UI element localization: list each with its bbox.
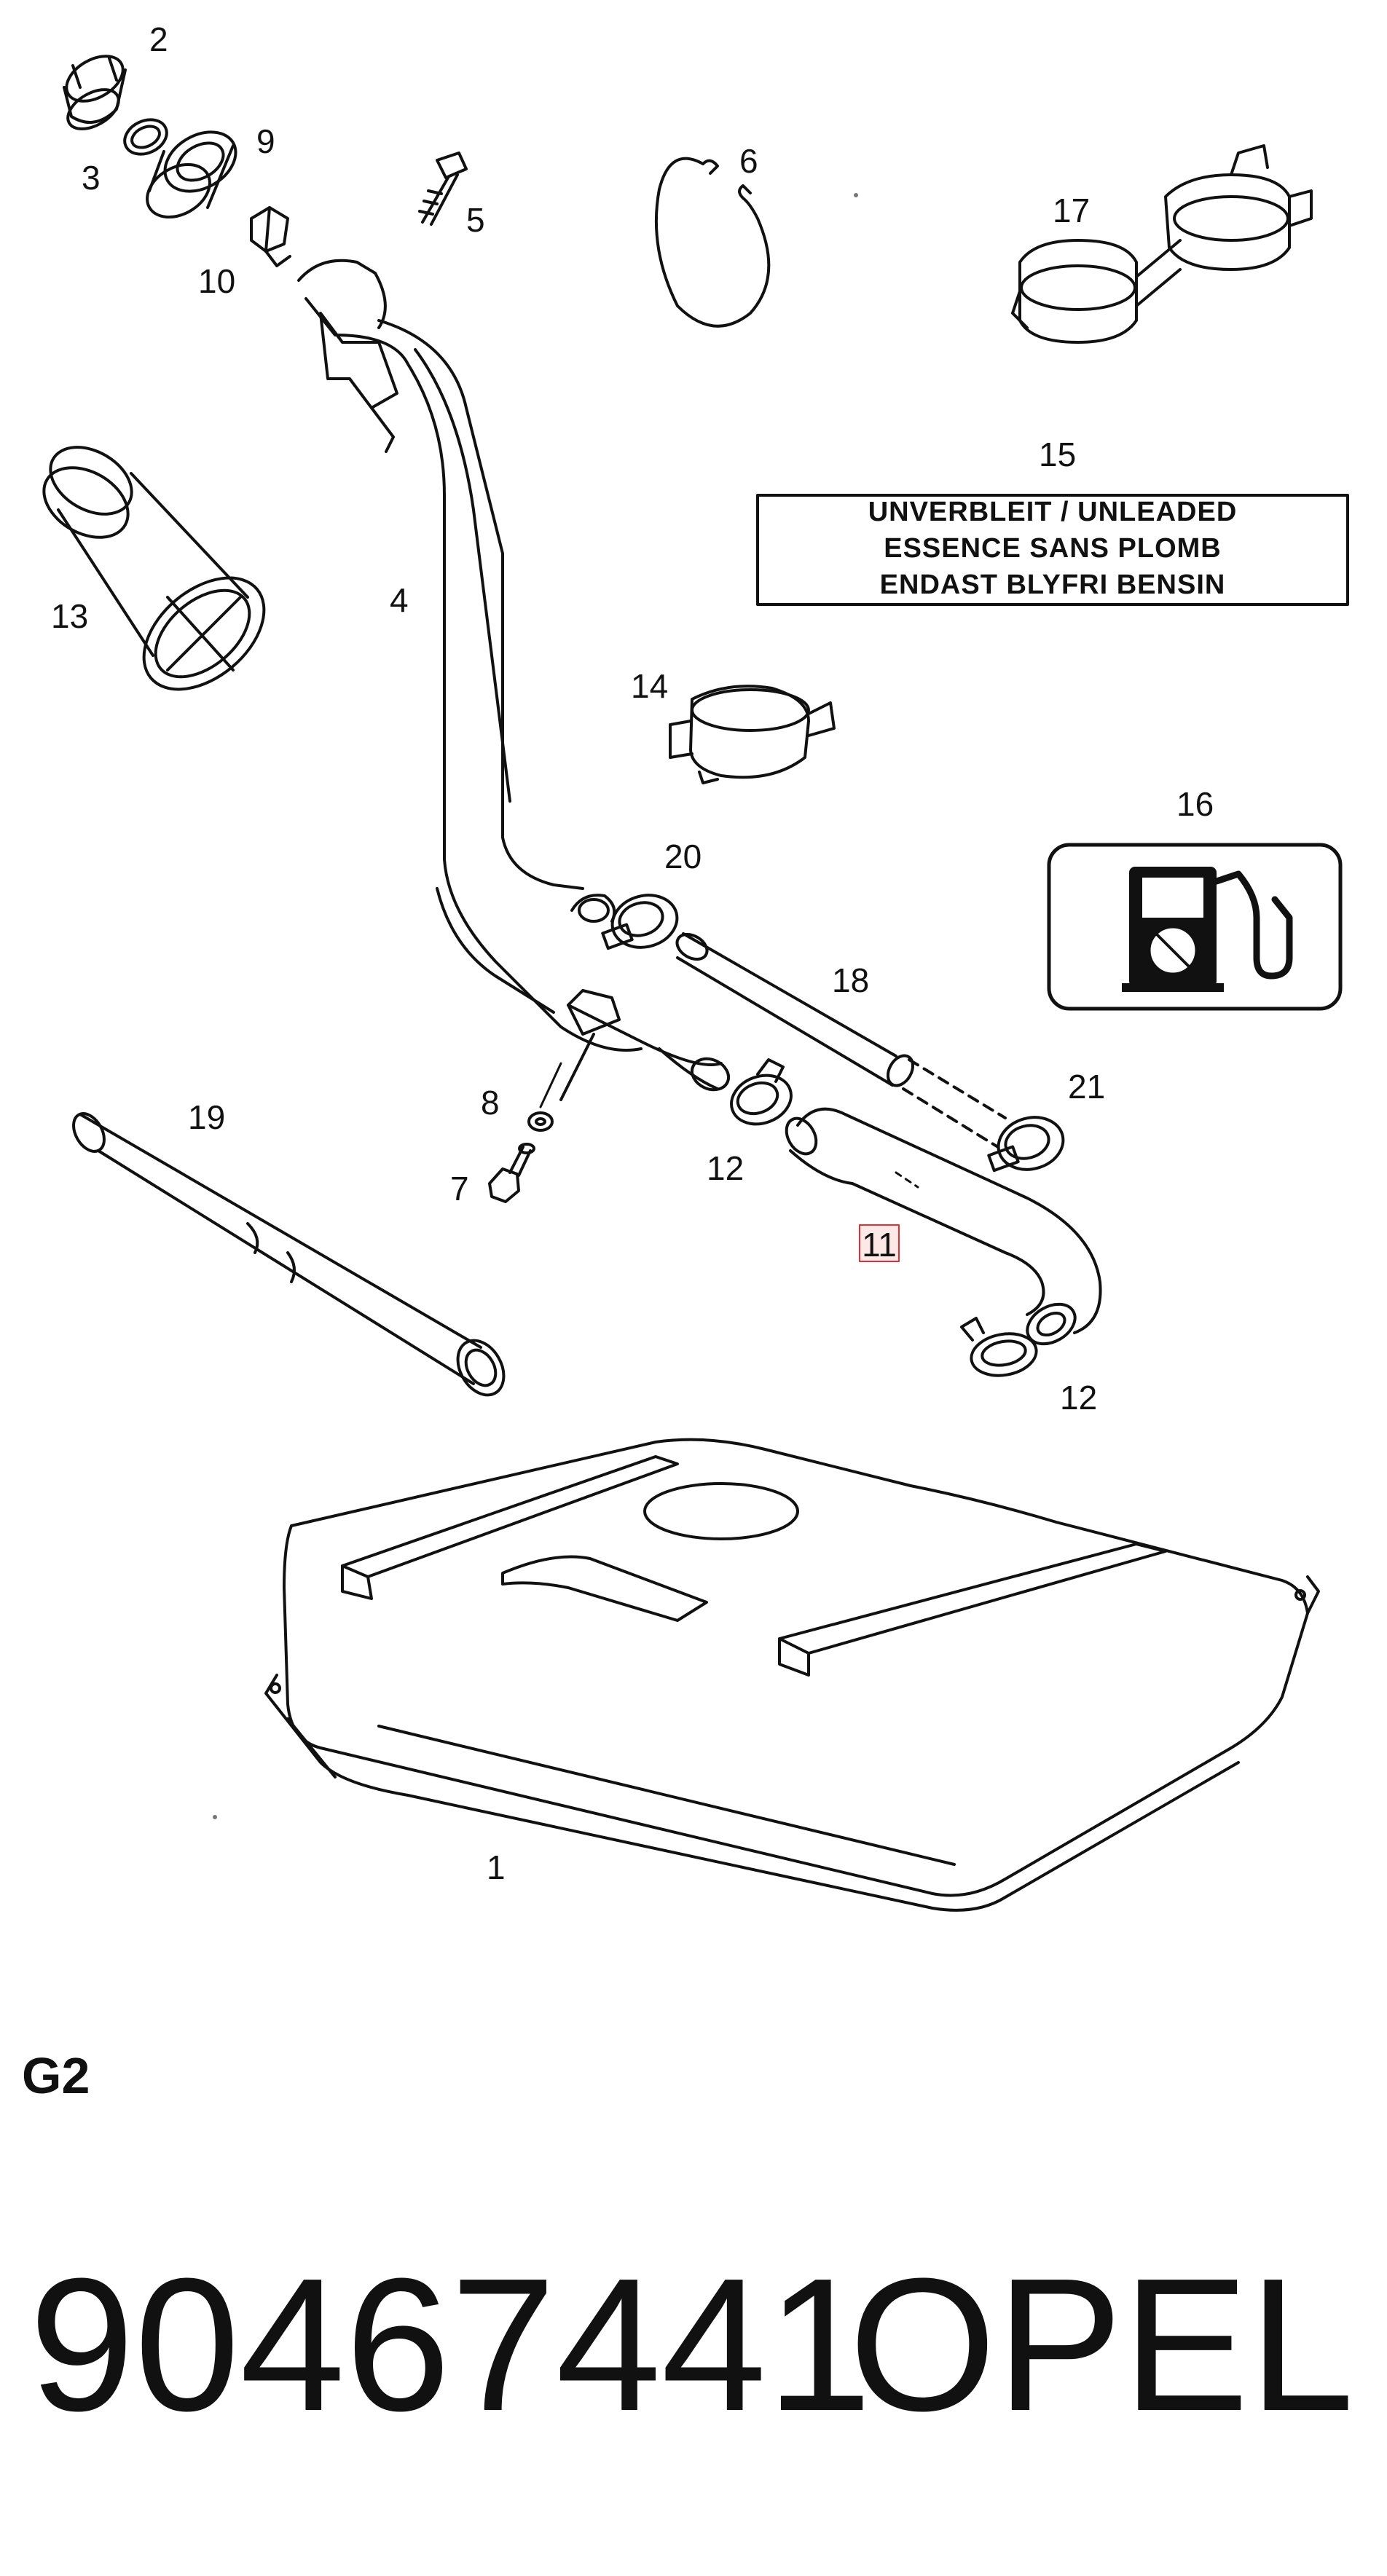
callout-15: 15 <box>1039 436 1076 473</box>
callout-11-highlight[interactable]: 11 <box>860 1225 899 1264</box>
part-21-hose-clamp[interactable] <box>989 1111 1069 1177</box>
part-number: 90467441 <box>29 2240 872 2451</box>
callout-16: 16 <box>1176 785 1214 823</box>
part-8-washer[interactable] <box>529 1113 552 1130</box>
callout-6: 6 <box>739 142 758 180</box>
callout-12-upper: 12 <box>707 1149 744 1187</box>
part-13-adapter[interactable] <box>31 433 285 712</box>
fuel-label-line2: ESSENCE SANS PLOMB <box>884 533 1222 564</box>
part-14-clamp[interactable] <box>670 686 834 783</box>
callout-5: 5 <box>466 201 485 239</box>
fuel-pump-icon <box>1122 867 1289 992</box>
part-2-fuel-cap[interactable] <box>59 47 131 137</box>
brand-name: OPEL <box>849 2240 1354 2451</box>
callout-19: 19 <box>188 1098 225 1136</box>
callout-7: 7 <box>450 1170 469 1208</box>
part-16-fuel-sticker[interactable] <box>1049 845 1340 1009</box>
callout-2: 2 <box>149 20 168 58</box>
part-5-screw[interactable] <box>420 153 466 224</box>
callout-11: 11 <box>862 1226 897 1264</box>
callout-20: 20 <box>664 838 702 875</box>
callout-3: 3 <box>82 159 101 197</box>
callout-9: 9 <box>256 122 275 160</box>
part-6-circlip[interactable] <box>656 159 769 326</box>
part-18-vent-hose[interactable] <box>672 929 1005 1147</box>
callout-13: 13 <box>51 597 88 635</box>
part-15-fuel-label[interactable]: UNVERBLEIT / UNLEADED ESSENCE SANS PLOMB… <box>758 495 1348 604</box>
fuel-label-line1: UNVERBLEIT / UNLEADED <box>868 497 1238 527</box>
callout-10: 10 <box>198 262 235 300</box>
leader-lines <box>541 1063 918 1187</box>
part-19-hose[interactable] <box>67 1108 513 1403</box>
part-11-filler-hose[interactable] <box>780 1109 1100 1352</box>
part-17-double-clamp[interactable] <box>1013 146 1311 342</box>
callout-14: 14 <box>631 667 668 705</box>
fuel-label-line3: ENDAST BLYFRI BENSIN <box>880 570 1226 600</box>
scan-specks <box>213 193 858 1819</box>
callout-1: 1 <box>487 1848 506 1886</box>
callout-8: 8 <box>481 1084 500 1122</box>
callout-4: 4 <box>390 581 409 619</box>
section-code: G2 <box>22 2047 90 2104</box>
callout-17: 17 <box>1053 192 1090 229</box>
part-4-filler-pipe[interactable] <box>299 261 734 1100</box>
part-20-hose-clamp[interactable] <box>602 889 683 955</box>
part-3-gasket[interactable] <box>119 113 173 160</box>
part-9-neck-ring[interactable] <box>138 120 246 228</box>
callout-labels: 2 3 9 10 5 6 17 15 13 4 14 16 20 18 21 1… <box>51 20 1214 1886</box>
part-7-bolt[interactable] <box>490 1144 534 1202</box>
part-1-fuel-tank[interactable] <box>266 1440 1319 1910</box>
part-10-clip[interactable] <box>251 208 290 266</box>
part-12-hose-clamp-lower[interactable] <box>962 1318 1040 1380</box>
part-12-hose-clamp-upper[interactable] <box>725 1060 798 1132</box>
callout-18: 18 <box>832 961 869 999</box>
callout-21: 21 <box>1068 1068 1105 1106</box>
callout-12-lower: 12 <box>1060 1379 1097 1417</box>
